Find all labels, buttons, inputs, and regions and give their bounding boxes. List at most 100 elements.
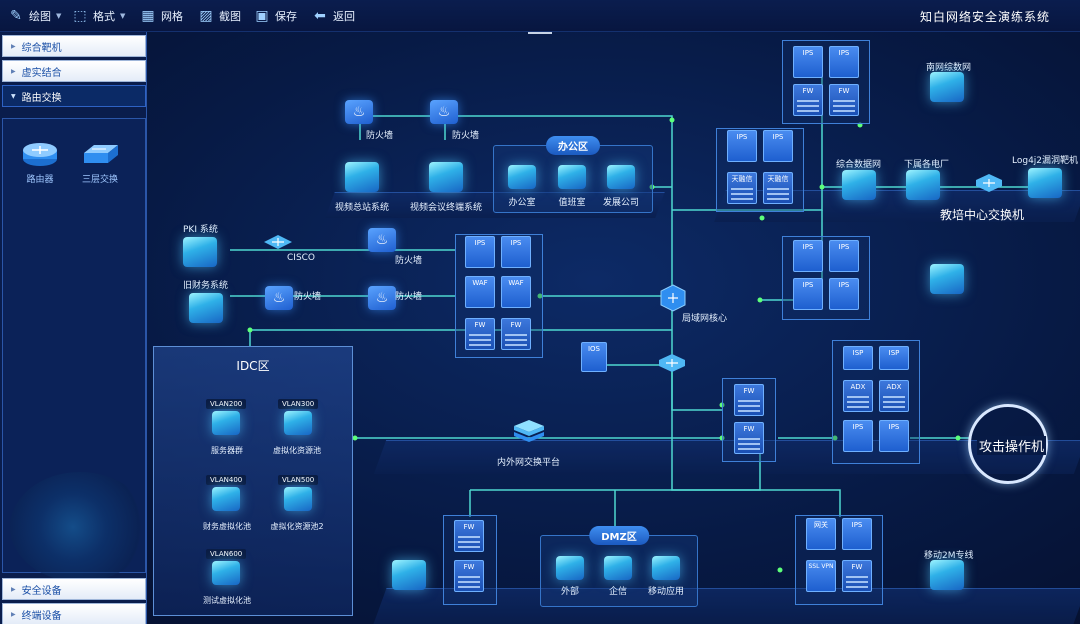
ips-tile[interactable]: IPS — [829, 240, 859, 272]
fw-tile[interactable]: FW — [734, 384, 764, 416]
sidebar-item-terminal[interactable]: ▶终端设备 — [2, 603, 146, 624]
ips-tile[interactable]: IPS — [465, 236, 495, 268]
vlan-tag: VLAN300 — [278, 399, 319, 409]
adx-tile[interactable]: ADX — [879, 380, 909, 412]
ips-tile[interactable]: IPS — [842, 518, 872, 550]
ips-tile[interactable]: IPS — [793, 278, 823, 310]
app-title: 知白网络安全演练系统 — [919, 10, 1050, 24]
virtual-pool-node[interactable] — [284, 411, 312, 435]
dmz-mobile-node[interactable]: 移动应用 — [648, 556, 684, 597]
wand-icon: ✎ — [10, 8, 22, 24]
firewall-node[interactable]: ♨ — [368, 228, 396, 252]
sidebar-item-virtual[interactable]: ▶虚实结合 — [2, 60, 146, 82]
palette-router-label: 路由器 — [26, 175, 54, 185]
fw-tile[interactable]: FW — [454, 560, 484, 592]
draw-menu[interactable]: ✎绘图▼ — [8, 6, 61, 26]
vlan-name: 服务器群 — [211, 446, 243, 455]
dmz-external-node[interactable]: 外部 — [556, 556, 584, 597]
power-plant-label: 下属各电厂 — [904, 160, 950, 170]
isp-tile[interactable]: ISP — [879, 346, 909, 370]
dev-company-label: 发展公司 — [603, 198, 640, 208]
waf-tile[interactable]: WAF — [465, 276, 495, 308]
fw-tile[interactable]: FW — [829, 84, 859, 116]
ips-tile[interactable]: IPS — [793, 240, 823, 272]
sidebar-item-target[interactable]: ▶综合靶机 — [2, 35, 146, 57]
video-station-label: 视频总站系统 — [335, 203, 390, 213]
vlan-name: 虚拟化资源池2 — [270, 522, 324, 531]
format-menu[interactable]: ⬚格式▼ — [72, 6, 125, 26]
server-farm-node[interactable] — [212, 411, 240, 435]
old-finance-node[interactable]: 旧财务系统 — [183, 278, 228, 323]
screenshot-button[interactable]: ▨截图 — [198, 6, 241, 26]
dmz-qixin-node[interactable]: 企信 — [604, 556, 632, 597]
ios-tile[interactable]: IOS — [581, 342, 607, 372]
switch-icon — [659, 354, 685, 372]
cisco-switch-node[interactable] — [262, 232, 294, 255]
dev-company-node[interactable]: 发展公司 — [603, 165, 639, 208]
palette-l3-switch[interactable]: 三层交换 — [75, 139, 125, 185]
tianrongxin-tile[interactable]: 天融信 — [727, 172, 757, 204]
fw-tile[interactable]: FW — [793, 84, 823, 116]
vlan-name: 财务虚拟化池 — [203, 522, 251, 531]
south-net-node[interactable] — [930, 72, 964, 102]
ips-tile[interactable]: IPS — [879, 420, 909, 452]
fw-tile[interactable]: FW — [501, 318, 531, 350]
attack-ring[interactable] — [968, 404, 1048, 484]
test-pool-node[interactable] — [212, 561, 240, 585]
firewall-node[interactable]: ♨ — [265, 286, 293, 310]
back-button[interactable]: ⬅返回 — [312, 6, 355, 26]
waf-tile[interactable]: WAF — [501, 276, 531, 308]
server-icon — [930, 72, 964, 102]
ips-tile[interactable]: IPS — [829, 278, 859, 310]
ips-tile[interactable]: IPS — [763, 130, 793, 162]
ips-tile[interactable]: IPS — [793, 46, 823, 78]
sidebar-item-security[interactable]: ▶安全设备 — [2, 578, 146, 600]
grid-button[interactable]: ▦网格 — [140, 6, 183, 26]
video-station-node[interactable]: 视频总站系统 — [335, 162, 389, 213]
data-net-node[interactable] — [842, 170, 876, 200]
mobile-line-label: 移动2M专线 — [924, 551, 974, 561]
fw-tile[interactable]: FW — [465, 318, 495, 350]
power-plant-node[interactable] — [906, 170, 940, 200]
firewall-node[interactable]: ♨ — [368, 286, 396, 310]
finance-pool-node[interactable] — [212, 487, 240, 511]
gateway-tile[interactable]: 网关 — [806, 518, 836, 550]
ips-tile[interactable]: IPS — [829, 46, 859, 78]
virtual-pool2-node[interactable] — [284, 487, 312, 511]
firewall-icon: ♨ — [345, 100, 373, 124]
fw-tile[interactable]: FW — [454, 520, 484, 552]
firewall-label: 防火墙 — [395, 256, 423, 266]
save-button[interactable]: ▣保存 — [254, 6, 297, 26]
sidebar-item-label: 终端设备 — [21, 610, 62, 622]
log4j-node[interactable] — [1028, 168, 1062, 198]
sslvpn-tile[interactable]: SSL VPN — [806, 560, 836, 592]
firewall-node[interactable]: ♨ — [345, 100, 373, 124]
center-switch-node[interactable] — [974, 172, 1004, 197]
firewall-node[interactable]: ♨ — [430, 100, 458, 124]
palette-router[interactable]: 路由器 — [15, 139, 65, 185]
sidebar-item-routing[interactable]: ▼路由交换 — [2, 85, 146, 107]
lan-core-node[interactable] — [660, 284, 686, 315]
ips-tile[interactable]: IPS — [843, 420, 873, 452]
attack-label: 攻击操作机 — [977, 436, 1047, 455]
office-node[interactable]: 办公室 — [508, 165, 536, 208]
tianrongxin-tile[interactable]: 天融信 — [763, 172, 793, 204]
fw-tile[interactable]: FW — [842, 560, 872, 592]
isp-tile[interactable]: ISP — [843, 346, 873, 370]
duty-room-node[interactable]: 值班室 — [558, 165, 586, 208]
exchange-platform-node[interactable] — [512, 418, 546, 451]
dmz-qixin-label: 企信 — [608, 587, 627, 597]
fw-tile[interactable]: FW — [734, 422, 764, 454]
server-node[interactable] — [930, 264, 964, 294]
ips-tile[interactable]: IPS — [501, 236, 531, 268]
vlan-tag: VLAN500 — [278, 475, 319, 485]
mobile-line-node[interactable] — [930, 560, 964, 590]
server-icon — [604, 556, 632, 580]
ips-tile[interactable]: IPS — [727, 130, 757, 162]
pki-node[interactable]: PKI 系统 — [183, 222, 218, 267]
video-conf-node[interactable]: 视频会议终端系统 — [410, 162, 482, 213]
server-node[interactable] — [392, 560, 426, 590]
core-switch-node[interactable] — [657, 352, 687, 377]
adx-tile[interactable]: ADX — [843, 380, 873, 412]
